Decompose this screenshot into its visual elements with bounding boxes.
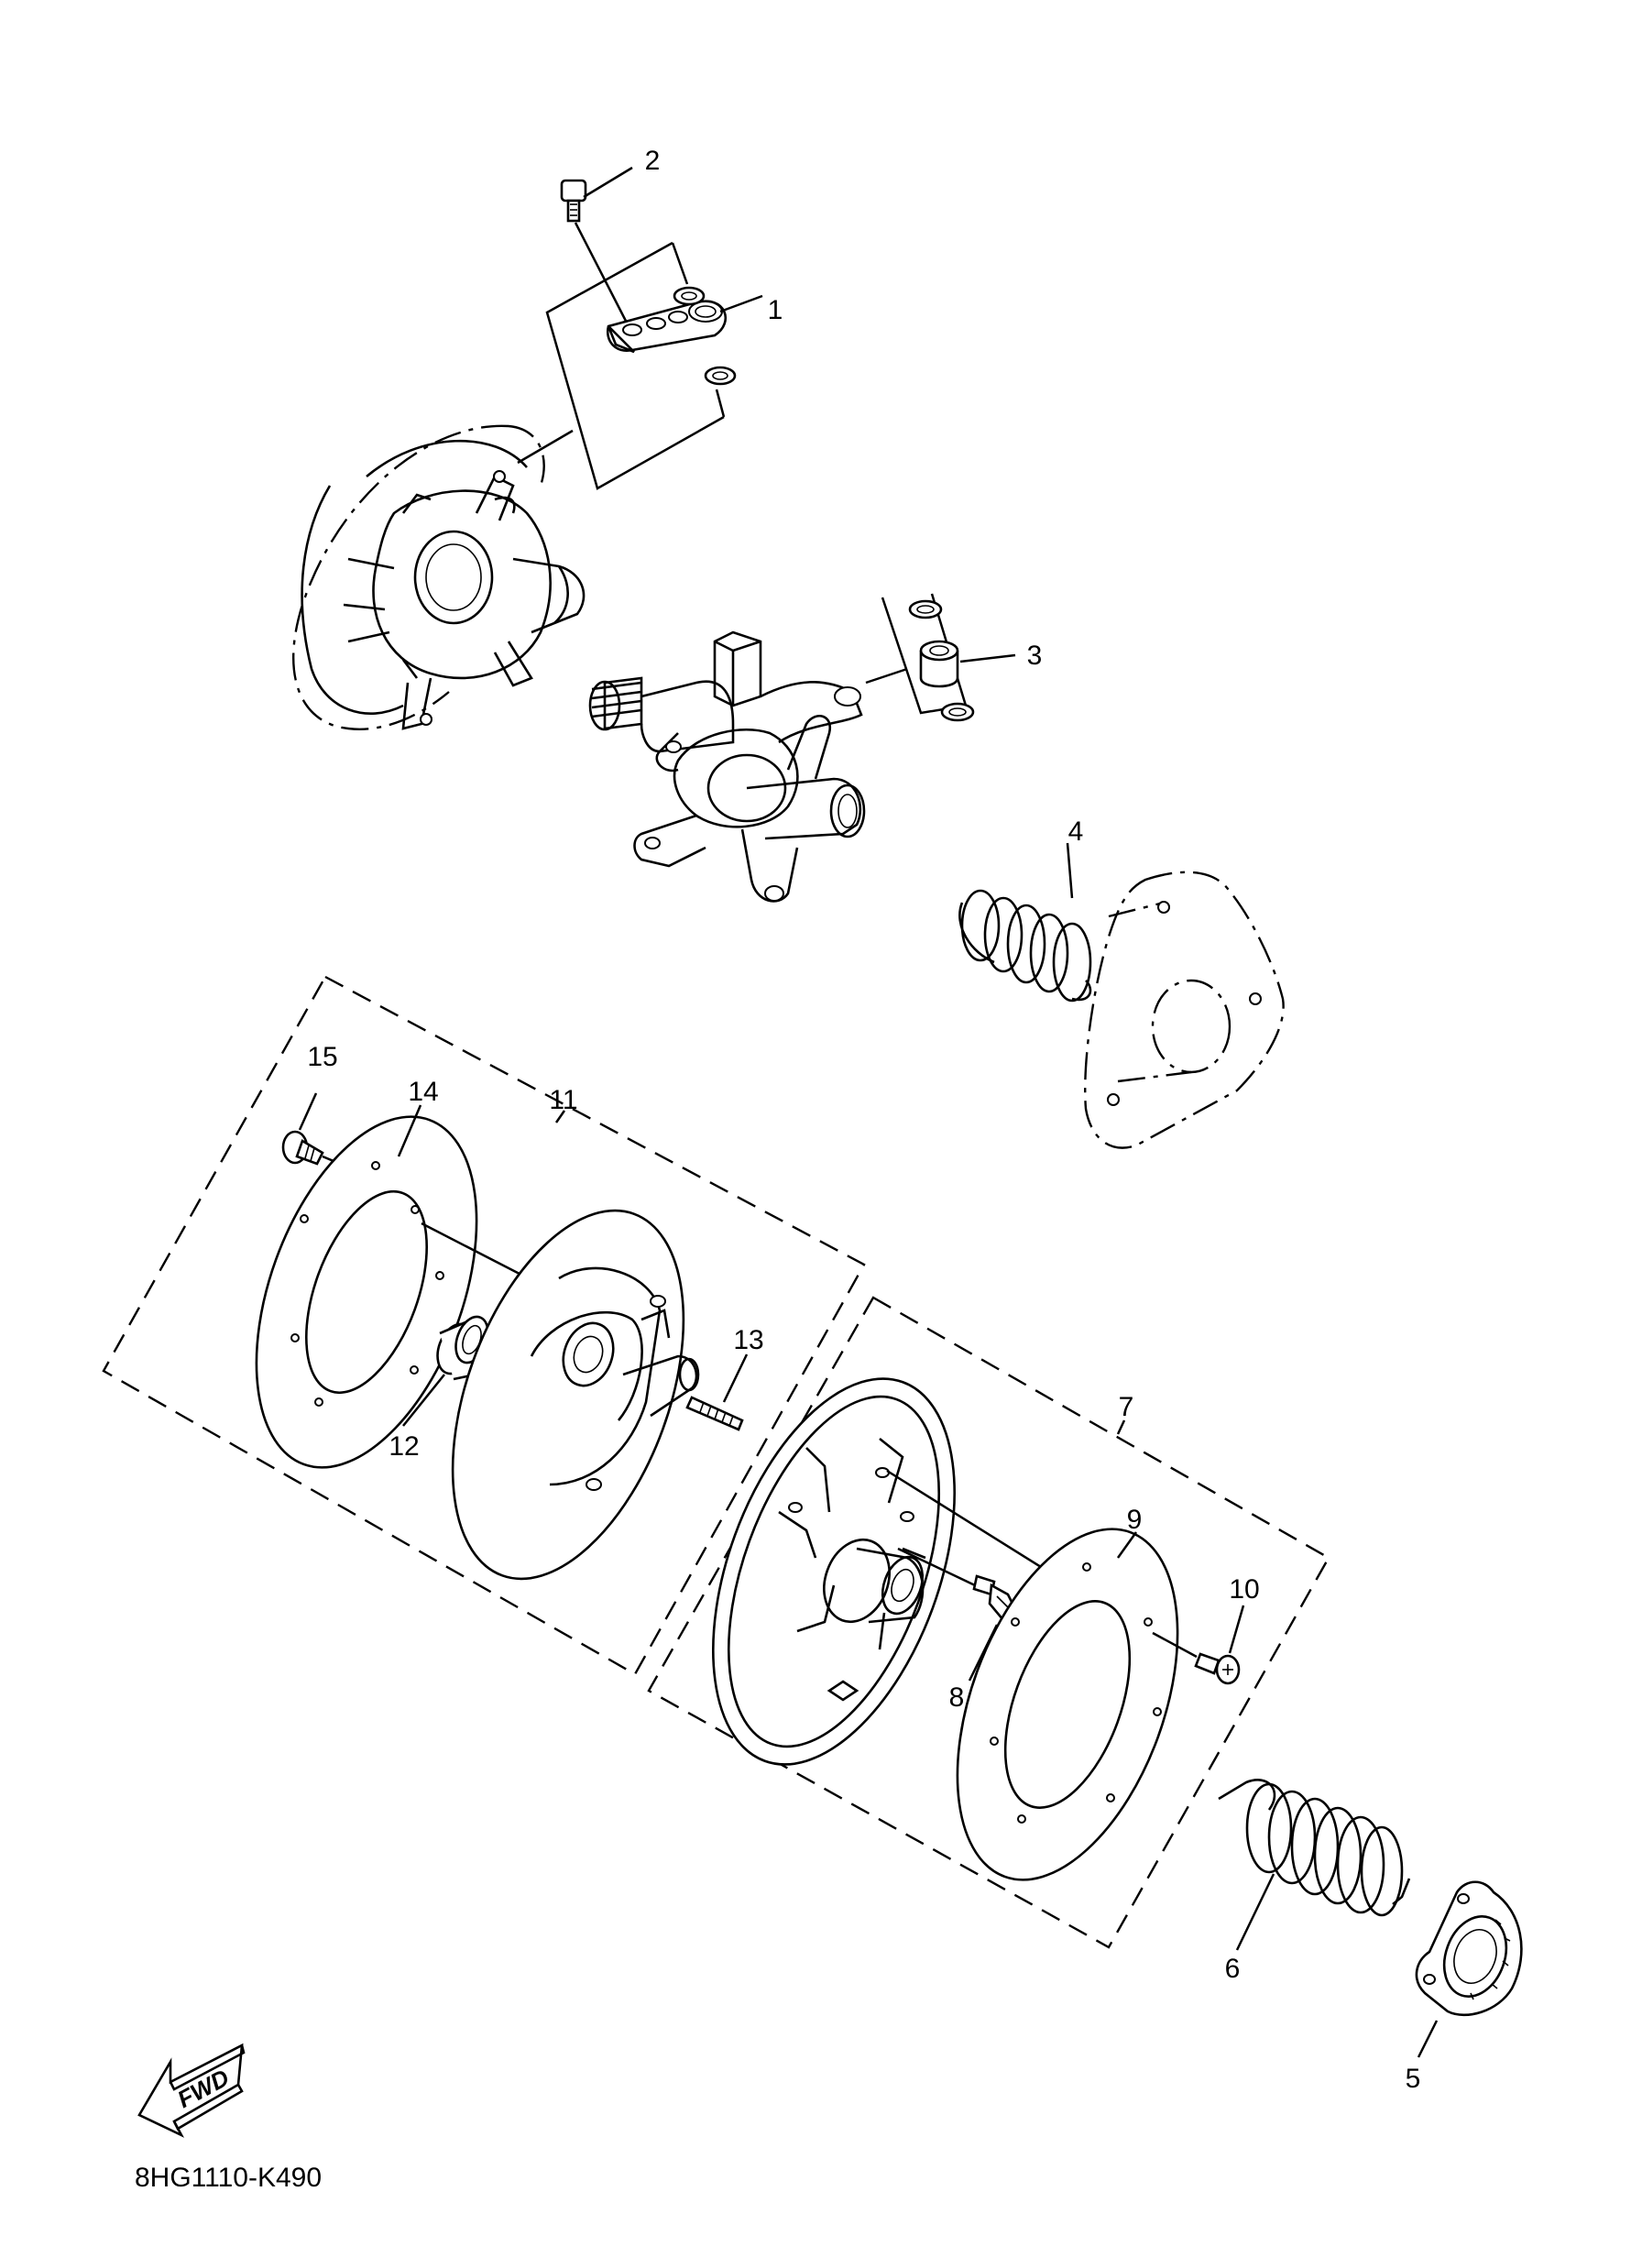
callout-12: 12 — [389, 1431, 419, 1462]
leader-line-12 — [402, 1374, 445, 1427]
callout-3: 3 — [1027, 641, 1043, 671]
part-1-arm[interactable] — [606, 300, 727, 354]
callout-1: 1 — [768, 295, 783, 325]
callout-9: 9 — [1127, 1505, 1143, 1535]
leader-line-14 — [397, 1104, 422, 1157]
washer-part-3-upper — [908, 599, 943, 619]
washer-upper — [673, 286, 706, 306]
callout-15: 15 — [307, 1042, 337, 1072]
bracket-part-1-connector — [517, 429, 574, 465]
callout-5: 5 — [1406, 2064, 1421, 2094]
washer-part-3-lower — [940, 702, 975, 722]
leader-line-1 — [719, 294, 763, 313]
washer-lower — [704, 366, 737, 386]
callout-10: 10 — [1229, 1574, 1259, 1605]
bracket-part-1-bottom-tick — [715, 389, 726, 418]
part-10-screw[interactable] — [1194, 1652, 1241, 1685]
bolt-axis-line — [574, 222, 632, 331]
group-box-7 — [647, 1296, 1330, 1949]
leader-line-3 — [959, 653, 1016, 663]
leader-line-2 — [583, 166, 633, 199]
screw-10-axis — [1152, 1631, 1198, 1659]
bracket-part-3-connector — [865, 667, 908, 685]
callout-11: 11 — [549, 1085, 577, 1115]
center-shaft-hub — [588, 630, 866, 903]
callout-4: 4 — [1068, 816, 1084, 847]
group-box-11 — [102, 975, 866, 1676]
part-5-cam[interactable] — [1415, 1880, 1523, 2017]
fwd-arrow-icon: FWD — [137, 2043, 246, 2138]
callout-6: 6 — [1225, 1954, 1241, 1984]
part-9-plate[interactable] — [914, 1499, 1221, 1910]
leader-line-11 — [554, 1110, 566, 1123]
part-14-plate[interactable] — [213, 1087, 520, 1497]
leader-line-5 — [1417, 2020, 1439, 2058]
secondary-fixed-sheave — [451, 1209, 700, 1581]
leader-line-15 — [298, 1092, 318, 1131]
callout-2: 2 — [645, 146, 661, 176]
bracket-part-1-top-tick — [671, 242, 689, 285]
leader-line-7 — [1116, 1419, 1126, 1435]
leader-line-9 — [1116, 1531, 1138, 1559]
callout-13: 13 — [733, 1325, 763, 1355]
part-3-bushing[interactable] — [919, 640, 959, 688]
part-15-screw[interactable] — [281, 1130, 324, 1166]
leader-line-4 — [1066, 842, 1074, 899]
primary-housing-phantom — [292, 424, 586, 730]
cover-phantom-4 — [1084, 871, 1285, 1149]
bracket-part-1 — [545, 241, 725, 490]
part-6-spring[interactable] — [1218, 1779, 1411, 1917]
callout-8: 8 — [949, 1682, 965, 1713]
diagram-code: 8HG1110-K490 — [135, 2163, 322, 2193]
leader-line-10 — [1228, 1605, 1245, 1654]
sheave-7-axis-2 — [897, 1547, 976, 1587]
callout-14: 14 — [408, 1077, 438, 1107]
leader-line-13 — [722, 1353, 749, 1403]
callout-7: 7 — [1119, 1392, 1134, 1422]
part-13-stud[interactable] — [685, 1396, 744, 1431]
leader-line-6 — [1235, 1873, 1275, 1951]
part-4-spring[interactable] — [958, 889, 1092, 1003]
part-2-bolt[interactable] — [560, 179, 587, 223]
